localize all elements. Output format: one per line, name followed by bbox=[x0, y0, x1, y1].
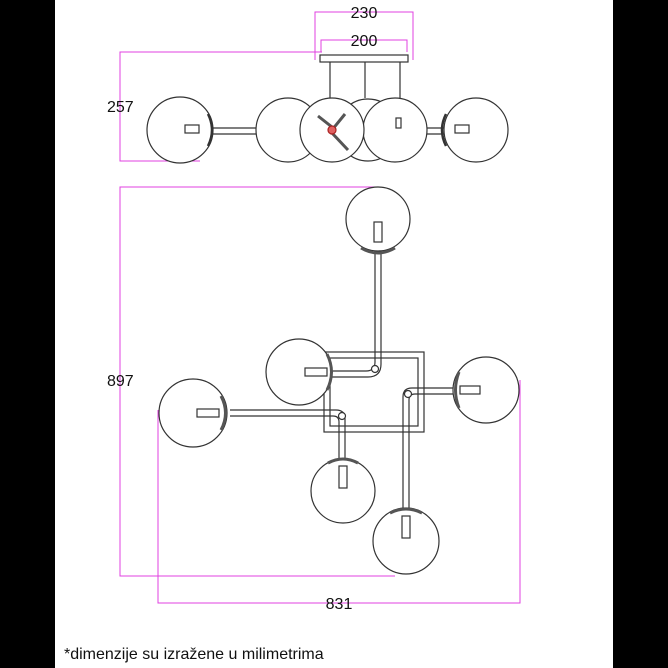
globe-side-right bbox=[443, 97, 509, 163]
dim-label-230: 230 bbox=[351, 5, 378, 22]
globe-side-left bbox=[146, 96, 214, 164]
globe-left bbox=[158, 378, 228, 448]
globe-bottom-right bbox=[372, 507, 440, 575]
globe-upper-left bbox=[265, 338, 333, 406]
globe-top bbox=[345, 186, 411, 252]
dim-label-897: 897 bbox=[107, 373, 134, 390]
footnote: *dimenzije su izražene u milimetrima bbox=[64, 646, 324, 663]
globe-bottom-middle bbox=[310, 458, 376, 524]
dim-label-831: 831 bbox=[326, 596, 353, 613]
ceiling-plate-side bbox=[319, 54, 409, 63]
dimension-lines bbox=[119, 11, 521, 604]
globe-side-4 bbox=[362, 97, 428, 163]
top-view bbox=[158, 186, 520, 575]
dim-label-257: 257 bbox=[107, 99, 134, 116]
side-view bbox=[146, 54, 509, 164]
dim-label-200: 200 bbox=[351, 33, 378, 50]
globe-right bbox=[452, 356, 520, 424]
right-frame-bar bbox=[613, 0, 668, 668]
left-frame-bar bbox=[0, 0, 55, 668]
